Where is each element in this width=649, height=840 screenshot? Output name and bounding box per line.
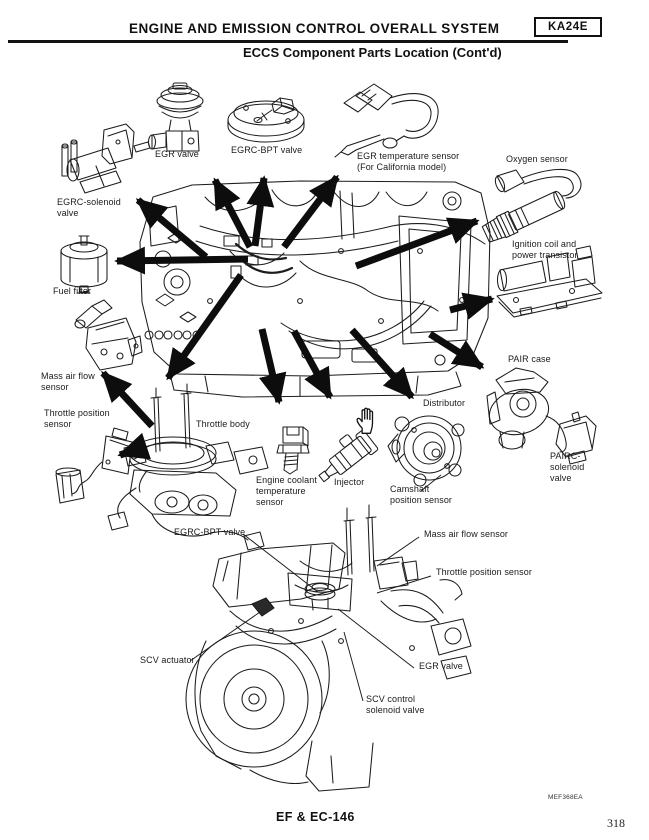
arrow-mass-air-flow-sensor [100, 370, 155, 429]
section-subtitle: ECCS Component Parts Location (Cont'd) [243, 45, 502, 60]
arrow-injector [290, 329, 334, 400]
arrow-egr-valve [211, 177, 254, 249]
arrow-pair-case [428, 331, 485, 370]
callout-engine-coolant-temperature-sensor: Engine coolant temperature sensor [256, 475, 317, 507]
oxygen-sensor-illustration [481, 168, 582, 243]
egr-valve-illustration [147, 82, 204, 152]
leader-lines [189, 474, 442, 702]
arrow-oxygen-sensor [354, 217, 480, 270]
callout-egr-temperature-sensor: EGR temperature sensor (For California m… [357, 151, 460, 172]
throttle-body-illustration [107, 383, 269, 551]
arrow-egrc-solenoid-valve [135, 197, 209, 260]
arrow-distributor [349, 327, 415, 400]
engine-code-badge: KA24E [534, 17, 602, 37]
callout-camshaft-position-sensor: Camshaft position sensor [390, 484, 453, 505]
callout-fuel-filter: Fuel filter [53, 286, 92, 296]
engine-callout-egrc-bpt-valve: EGRC-BPT valve [174, 527, 246, 537]
injector-illustration [318, 429, 379, 483]
engine-three-quarter-view-illustration [185, 504, 472, 792]
callout-mass-air-flow-sensor: Mass air flow sensor [41, 371, 95, 392]
callout-throttle-body: Throttle body [196, 419, 250, 429]
throttle-position-sensor-illustration [55, 427, 133, 504]
callout-pair-case: PAIR case [508, 354, 551, 364]
page-title: ENGINE AND EMISSION CONTROL OVERALL SYST… [129, 21, 500, 36]
callout-throttle-position-sensor: Throttle position sensor [44, 408, 110, 429]
callout-distributor: Distributor [423, 398, 466, 408]
arrow-throttle-body [165, 272, 244, 381]
callout-egrc-solenoid-valve: EGRC-solenoid valve [57, 197, 121, 218]
callout-injector: Injector [334, 477, 365, 487]
engine-callout-scv-actuator: SCV actuator [140, 655, 195, 665]
egrc-bpt-valve-illustration [227, 97, 305, 143]
distributor-illustration [387, 415, 465, 487]
arrow-throttle-position-sensor [117, 432, 151, 460]
egr-temperature-sensor-illustration [334, 83, 439, 158]
mass-air-flow-sensor-illustration [74, 299, 143, 371]
engine-top-view-illustration [139, 180, 491, 398]
book-page-number: 318 [607, 816, 625, 830]
section-page-code: EF & EC-146 [276, 810, 355, 824]
egrc-solenoid-valve-illustration [61, 123, 151, 194]
figure-id: MEF368EA [548, 794, 583, 801]
header-rule [8, 40, 568, 43]
arrow-egr-temperature-sensor [281, 174, 340, 250]
callout-egr-valve: EGR valve [155, 149, 199, 159]
engine-callout-throttle-position-sensor: Throttle position sensor [436, 567, 532, 577]
pointer-arrows [100, 174, 495, 460]
callout-pairc-solenoid-valve: PAIRC- solenoid valve [550, 451, 585, 483]
engine-callout-mass-air-flow-sensor: Mass air flow sensor [424, 529, 509, 539]
callout-egrc-bpt-valve: EGRC-BPT valve [231, 145, 303, 155]
arrow-fuel-filter [114, 246, 249, 275]
arrow-ignition-coil [449, 292, 495, 320]
arrow-egrc-bpt-valve [246, 175, 275, 247]
fuel-filter-illustration [60, 235, 108, 294]
callout-ignition-coil: Ignition coil and power transistor [512, 239, 578, 260]
engine-coolant-temperature-sensor-illustration [276, 426, 310, 475]
ignition-coil-illustration [496, 245, 603, 318]
engine-callout-egr-valve: EGR valve [419, 661, 463, 671]
pair-case-illustration [486, 367, 567, 453]
pairc-solenoid-valve-illustration [555, 411, 597, 465]
hand-cursor-icon [356, 407, 374, 434]
arrow-coolant-sensor [258, 328, 287, 405]
callout-oxygen-sensor: Oxygen sensor [506, 154, 568, 164]
engine-callout-scv-control-solenoid-valve: SCV control solenoid valve [366, 694, 425, 715]
